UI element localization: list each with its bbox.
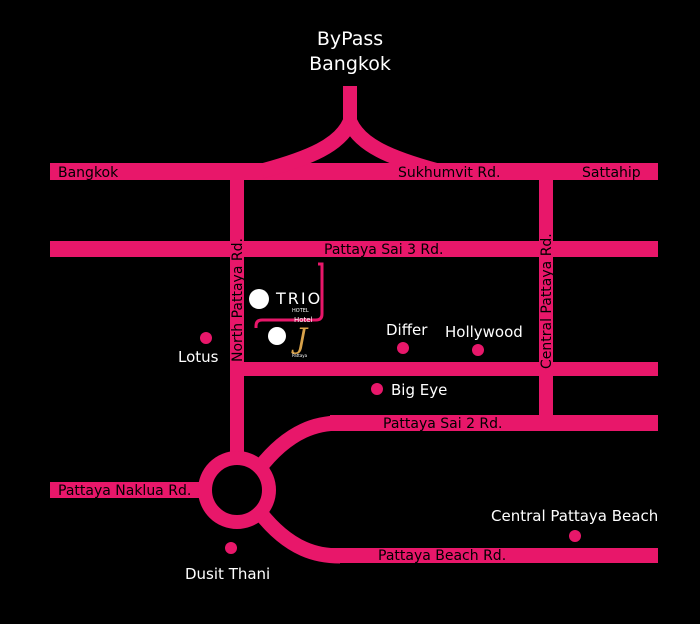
road-label-pattaya-beach: Pattaya Beach Rd. [378, 548, 506, 564]
place-marker-lotus [200, 332, 212, 344]
road-sukhumvit [50, 163, 658, 180]
hotel-j-letter: J [291, 322, 309, 355]
road-pattaya-beach-straight [330, 548, 658, 563]
road-label-sukhumvit: Sukhumvit Rd. [398, 165, 500, 181]
place-label-central-pattaya-beach: Central Pattaya Beach [491, 507, 658, 525]
hotel-trio: TRIO HOTEL [249, 262, 324, 328]
hotel-trio-name: TRIO [275, 289, 322, 308]
road-middle [232, 362, 658, 376]
road-label-pattaya-sai-3: Pattaya Sai 3 Rd. [324, 242, 444, 258]
road-label-pattaya-sai-2: Pattaya Sai 2 Rd. [383, 416, 503, 432]
road-label-central-pattaya: Central Pattaya Rd. [539, 233, 555, 369]
road-pattaya-naklua [50, 482, 210, 498]
road-label-north-pattaya: North Pattaya Rd. [230, 238, 246, 362]
road-bypass [343, 86, 357, 126]
hotel-trio-frame [254, 262, 324, 328]
road-label-pattaya-naklua: Pattaya Naklua Rd. [58, 483, 191, 499]
road-pattaya-sai-2-straight [330, 415, 658, 431]
road-north-pattaya [230, 172, 244, 462]
road-bypass-fork-right [343, 118, 440, 179]
place-marker-big-eye [371, 383, 383, 395]
hotel-j: Hotel J Pattaya [268, 316, 313, 358]
place-marker-differ [397, 342, 409, 354]
road-pattaya-beach-curve [252, 505, 341, 564]
place-marker-hollywood [472, 344, 484, 356]
place-label-hollywood: Hollywood [445, 323, 523, 341]
road-label-bangkok: Bangkok [58, 165, 119, 181]
place-label-lotus: Lotus [178, 348, 219, 366]
place-marker-dusit-thani [225, 542, 237, 554]
hotel-j-top: Hotel [294, 316, 313, 324]
hotel-trio-sub: HOTEL [292, 308, 309, 314]
hotel-trio-marker [249, 289, 269, 309]
destination-bangkok: Bangkok [309, 53, 391, 75]
place-marker-central-pattaya-beach [569, 530, 581, 542]
road-pattaya-sai-2-curve [252, 415, 341, 475]
place-label-dusit-thani: Dusit Thani [185, 565, 270, 583]
place-label-differ: Differ [386, 321, 428, 339]
road-label-sattahip: Sattahip [582, 165, 641, 181]
destination-bypass: ByPass [317, 28, 383, 50]
road-pattaya-sai-3 [50, 241, 658, 257]
place-label-big-eye: Big Eye [391, 381, 447, 399]
hotel-j-marker [268, 327, 286, 345]
roundabout [198, 451, 276, 529]
hotel-j-sub: Pattaya [292, 353, 308, 358]
